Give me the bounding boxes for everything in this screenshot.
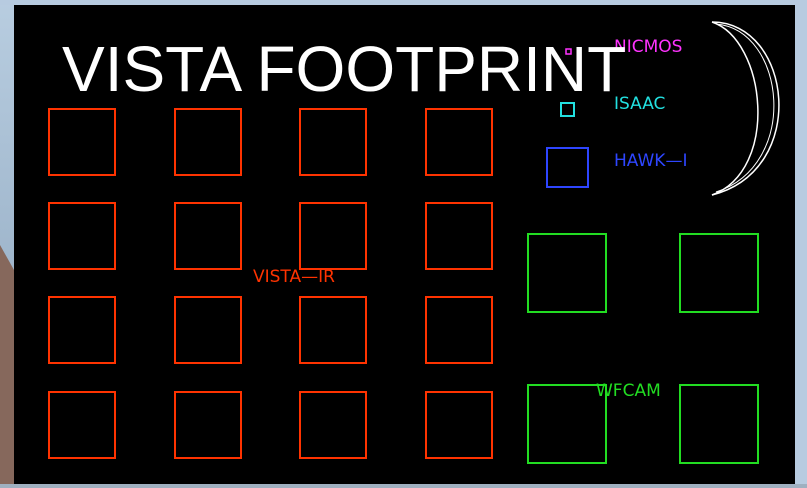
background-photo-right (795, 0, 807, 488)
hawk-i-label: HAWK—I (614, 151, 687, 171)
background-hill-left (0, 245, 14, 488)
vista-ir-label: VISTA—IR (253, 267, 335, 287)
background-photo-top (0, 0, 807, 5)
background-photo-bottom (0, 484, 807, 488)
page-title: VISTA FOOTPRINT (62, 30, 626, 108)
wfcam-label: WFCAM (596, 381, 661, 401)
